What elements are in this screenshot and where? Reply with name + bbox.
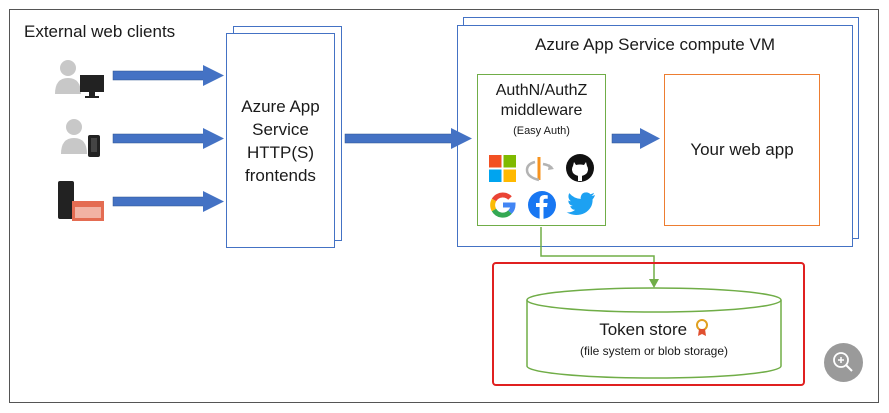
zoom-button[interactable] [824, 343, 863, 382]
token-store-text: Token store [599, 320, 688, 339]
web-app-label: Your web app [690, 140, 794, 159]
client-arrow-1 [112, 65, 224, 86]
user-phone-icon [61, 119, 100, 157]
google-icon [490, 192, 516, 218]
token-store-subtitle: (file system or blob storage) [579, 344, 729, 358]
devices-icon [58, 181, 104, 221]
microsoft-icon [489, 155, 516, 182]
token-store-highlight [492, 262, 805, 386]
middleware-subtitle: (Easy Auth) [513, 125, 570, 137]
compute-vm-title: Azure App Service compute VM [534, 35, 775, 54]
middleware-to-token-store-line [540, 227, 659, 288]
client-arrow-2 [112, 128, 224, 149]
frontends-label: Azure App Service HTTP(S) frontends [241, 96, 320, 185]
user-desktop-icon [55, 60, 104, 98]
twitter-icon [566, 192, 595, 215]
client-arrow-3 [112, 191, 224, 212]
zoom-in-icon [833, 352, 853, 372]
web-app-box: Your web app [664, 74, 820, 226]
certificate-icon [695, 319, 708, 336]
frontends-box: Azure App Service HTTP(S) frontends [226, 33, 335, 248]
middleware-to-app-arrow [611, 128, 660, 149]
frontend-to-middleware-arrow [344, 128, 472, 149]
facebook-icon [528, 191, 556, 219]
external-clients-title: External web clients [24, 22, 176, 41]
token-store-cylinder [526, 287, 782, 379]
openid-icon [525, 157, 554, 182]
github-icon [566, 154, 594, 182]
token-store-label: Token store [527, 319, 781, 340]
middleware-title: AuthN/AuthZ middleware [495, 82, 588, 119]
